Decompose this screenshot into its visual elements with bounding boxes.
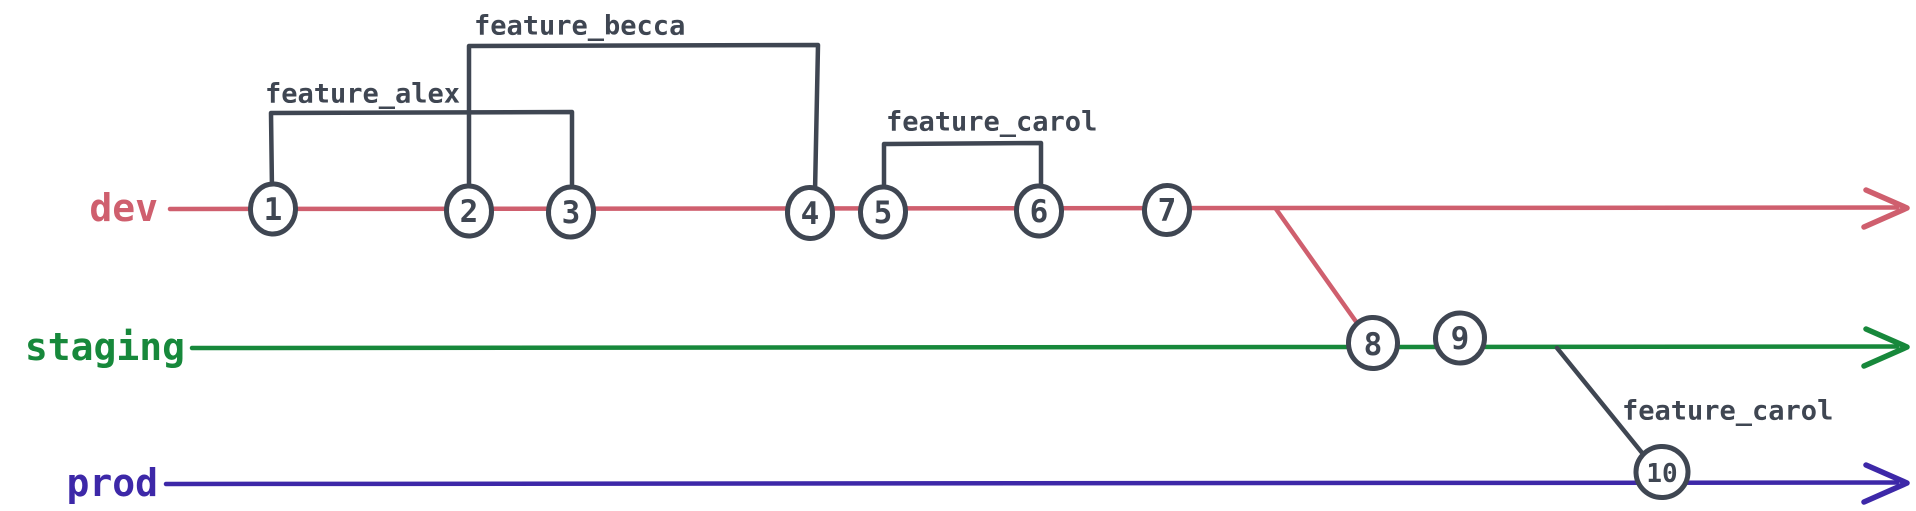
commit-node-7: 7 (1141, 183, 1193, 237)
commit-label-2: 2 (460, 194, 479, 230)
commit-node-3: 3 (545, 184, 597, 240)
commit-node-1: 1 (247, 181, 299, 237)
feature-bracket-becca (466, 42, 821, 195)
commit-node-2: 2 (443, 183, 495, 239)
commit-node-5: 5 (857, 184, 909, 240)
prod-arrowhead-icon (1861, 462, 1910, 505)
commit-circle-3 (545, 184, 597, 240)
commit-circle-1 (247, 181, 299, 237)
branch-line-prod (163, 480, 1900, 487)
branch-line-staging (189, 344, 1900, 351)
commit-label-10: 10 (1646, 459, 1677, 489)
commit-label-3: 3 (562, 195, 581, 231)
feature-bracket-carol (881, 140, 1044, 195)
commit-node-9: 9 (1432, 310, 1488, 366)
commit-label-1: 1 (264, 192, 283, 228)
feature-bracket-alex (268, 109, 575, 194)
commit-circle-6 (1013, 183, 1065, 239)
commit-label-7: 7 (1158, 193, 1177, 229)
dev-arrowhead-icon (1861, 187, 1910, 230)
commit-circle-5 (857, 184, 909, 240)
branch-prod: prod (66, 461, 1910, 505)
branch-label-staging: staging (25, 325, 185, 369)
branch-label-dev: dev (89, 186, 158, 230)
branch-line-staging-to-prod (1554, 345, 1646, 457)
feature-label-alex: feature_alex (265, 79, 460, 110)
staging-arrowhead-icon (1861, 326, 1910, 369)
commit-label-6: 6 (1030, 194, 1049, 230)
feature-label-carol-prod: feature_carol (1622, 396, 1833, 427)
commit-node-10: 10 (1633, 443, 1691, 501)
commit-circle-7 (1141, 183, 1193, 237)
commit-node-4: 4 (784, 185, 836, 241)
commit-circle-10 (1633, 443, 1691, 501)
feature-label-carol-dev: feature_carol (886, 107, 1097, 138)
commit-circle-4 (784, 185, 836, 241)
branch-label-prod: prod (66, 461, 158, 505)
merge-line-dev-to-staging (1273, 206, 1360, 326)
commit-label-5: 5 (874, 195, 893, 231)
commit-node-6: 6 (1013, 183, 1065, 239)
commit-circle-8 (1345, 315, 1401, 371)
commit-label-8: 8 (1364, 327, 1383, 363)
branch-staging: staging (25, 325, 1910, 369)
commit-node-8: 8 (1345, 315, 1401, 371)
commit-circle-2 (443, 183, 495, 239)
commit-label-9: 9 (1451, 321, 1470, 357)
commit-label-4: 4 (801, 196, 820, 232)
branch-dev: dev (89, 186, 1910, 326)
commit-circle-9 (1432, 310, 1488, 366)
feature-label-becca: feature_becca (474, 11, 685, 42)
